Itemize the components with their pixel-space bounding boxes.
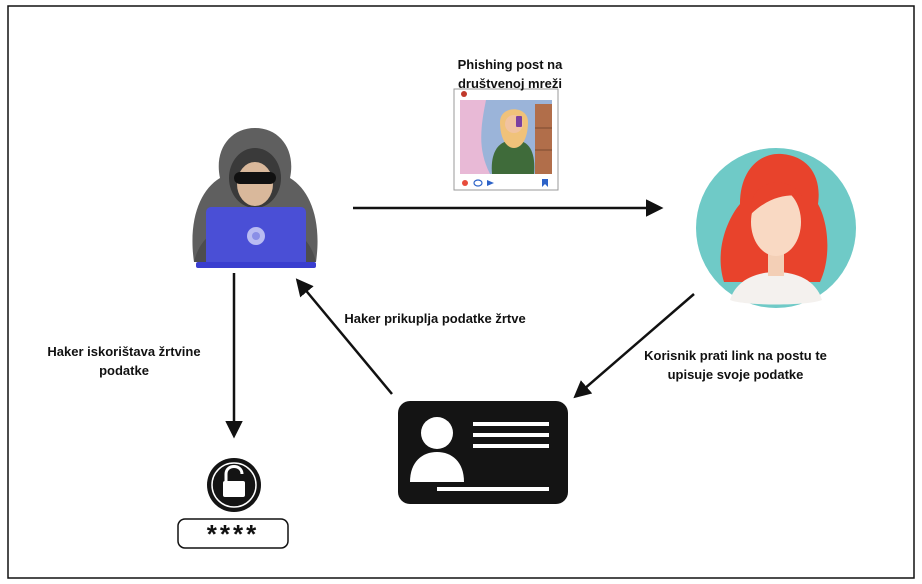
hacker-icon xyxy=(192,128,318,268)
id-card-icon xyxy=(398,401,568,504)
phishing-post-label: Phishing post na društvenoj mreži xyxy=(457,57,563,91)
victim-avatar-icon xyxy=(696,148,856,308)
phishing-post-icon xyxy=(453,88,559,191)
lock-icon xyxy=(207,458,261,512)
arrow-card-to-hacker xyxy=(295,278,393,395)
password-mask: **** xyxy=(207,519,259,549)
exploit-data-label: Haker iskorištava žrtvine podatke xyxy=(47,344,201,378)
arrow-victim-to-card xyxy=(573,293,695,399)
frame-border xyxy=(7,5,915,579)
victim-action-label: Korisnik prati link na postu te upisuje … xyxy=(644,348,827,382)
collect-data-label: Haker prikuplja podatke žrtve xyxy=(344,311,526,326)
password-field-icon: **** xyxy=(177,518,289,549)
